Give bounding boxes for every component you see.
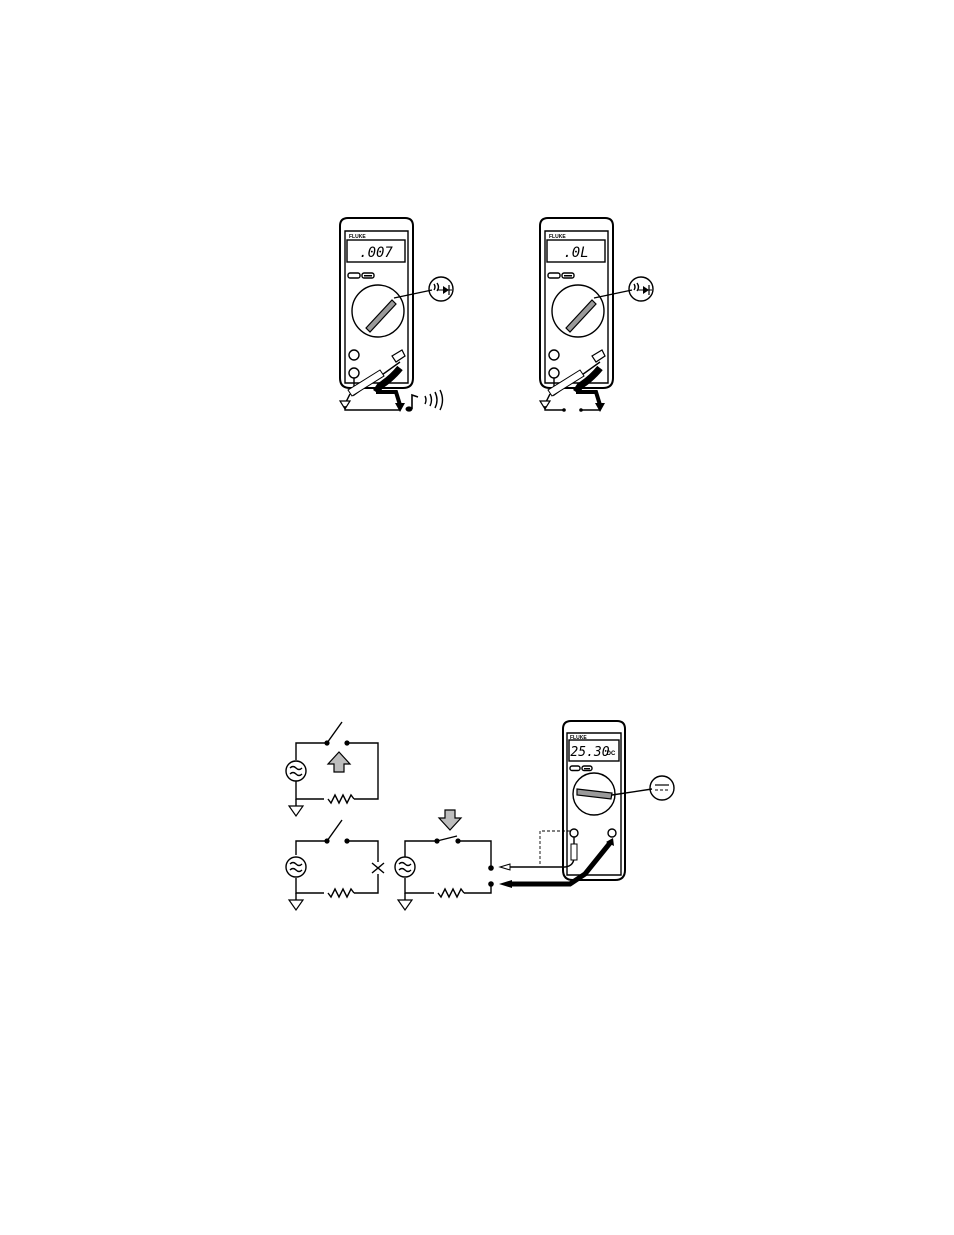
dial-pointer [366, 300, 396, 332]
break-marker [372, 863, 384, 873]
lcd-reading: 25.30 [570, 745, 609, 760]
range-button[interactable] [570, 766, 580, 771]
lcd-unit: DC [607, 751, 616, 757]
dial-pointer [566, 300, 596, 332]
continuity-diode-callout [629, 277, 653, 301]
lcd-reading: .007 [359, 245, 393, 261]
ac-source-icon [286, 857, 306, 877]
circuit-switch-closed [395, 810, 494, 910]
range-button[interactable] [348, 273, 360, 278]
volt-ohm-jack[interactable] [608, 829, 616, 837]
lead-reference-dashed [540, 831, 570, 864]
com-jack[interactable] [549, 350, 559, 360]
volt-ohm-jack[interactable] [349, 368, 359, 378]
volt-ohm-jack[interactable] [549, 368, 559, 378]
brand-label: FLUKE [349, 234, 366, 240]
open-circuit [545, 406, 600, 412]
beeper-icon [406, 390, 443, 412]
brand-label: FLUKE [549, 234, 566, 240]
com-jack[interactable] [349, 350, 359, 360]
dc-volts-callout [650, 776, 674, 800]
ac-source-icon [395, 857, 415, 877]
rotary-dial[interactable] [552, 285, 604, 337]
dial-pointer [577, 789, 612, 799]
rotary-dial[interactable] [352, 285, 404, 337]
meter-continuity-open: FLUKE .0L [540, 218, 632, 388]
arrow-up-icon [328, 752, 350, 772]
test-leads-short [340, 350, 405, 412]
ground-icon [398, 900, 412, 910]
lcd-reading: .0L [563, 245, 588, 261]
ac-source-icon [286, 761, 306, 781]
com-jack[interactable] [570, 829, 578, 837]
range-button[interactable] [548, 273, 560, 278]
continuity-diode-callout [429, 277, 453, 301]
resistor-icon [328, 795, 354, 803]
circuit-open-break [286, 820, 384, 910]
circuit-switch-open [286, 722, 378, 816]
meter-continuity-short: FLUKE .007 [340, 218, 432, 388]
ground-icon [289, 806, 303, 816]
ground-icon [289, 900, 303, 910]
closed-circuit [345, 406, 400, 410]
test-leads-open [540, 350, 605, 412]
arrow-down-icon [439, 810, 461, 830]
